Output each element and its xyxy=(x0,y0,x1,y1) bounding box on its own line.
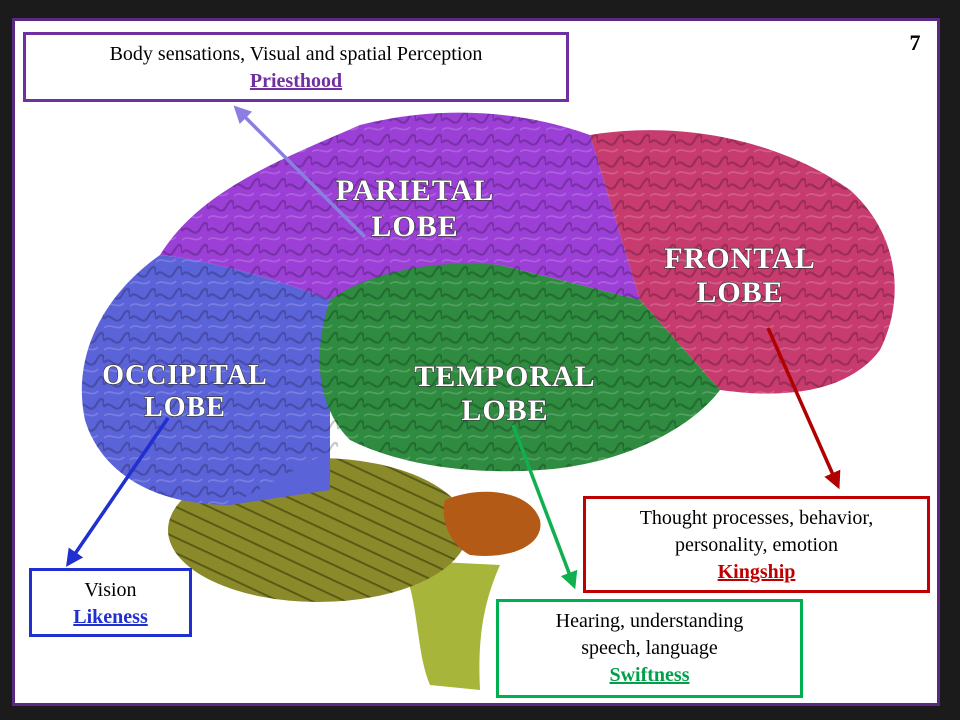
parietal-label-line2: LOBE xyxy=(371,210,458,243)
temporal-callout: Hearing, understanding speech, language … xyxy=(496,599,803,698)
temporal-label-line2: LOBE xyxy=(461,394,548,427)
parietal-arrow xyxy=(233,105,367,239)
brainstem xyxy=(400,560,500,690)
parietal-label-line1: PARIETAL xyxy=(336,174,495,207)
temporal-callout-line2: speech, language xyxy=(581,637,718,659)
temporal-callout-keyword: Swiftness xyxy=(609,664,690,686)
temporal-arrow xyxy=(511,424,578,590)
frontal-callout-line1: Thought processes, behavior, xyxy=(639,507,874,529)
parietal-callout-text: Body sensations, Visual and spatial Perc… xyxy=(109,43,483,65)
parietal-callout: Body sensations, Visual and spatial Perc… xyxy=(23,32,569,102)
occipital-label-line1: OCCIPITAL xyxy=(102,360,268,391)
temporal-label-line1: TEMPORAL xyxy=(414,360,595,393)
frontal-callout-keyword: Kingship xyxy=(717,561,796,583)
pons xyxy=(443,491,541,556)
occipital-callout-text: Vision xyxy=(84,579,137,601)
parietal-callout-keyword: Priesthood xyxy=(249,70,343,92)
frontal-label-line1: FRONTAL xyxy=(664,242,815,275)
frontal-callout-line2: personality, emotion xyxy=(674,534,839,556)
occipital-callout-keyword: Likeness xyxy=(73,606,148,628)
frontal-label-line2: LOBE xyxy=(696,276,783,309)
occipital-callout: Vision Likeness xyxy=(29,568,192,637)
occipital-arrow xyxy=(66,417,170,567)
frontal-arrow xyxy=(766,327,841,490)
frontal-callout: Thought processes, behavior, personality… xyxy=(583,496,930,593)
occipital-label-line2: LOBE xyxy=(144,392,226,423)
page-number: 7 xyxy=(909,30,921,55)
brain-texture xyxy=(81,112,895,505)
temporal-callout-line1: Hearing, understanding xyxy=(555,610,744,632)
